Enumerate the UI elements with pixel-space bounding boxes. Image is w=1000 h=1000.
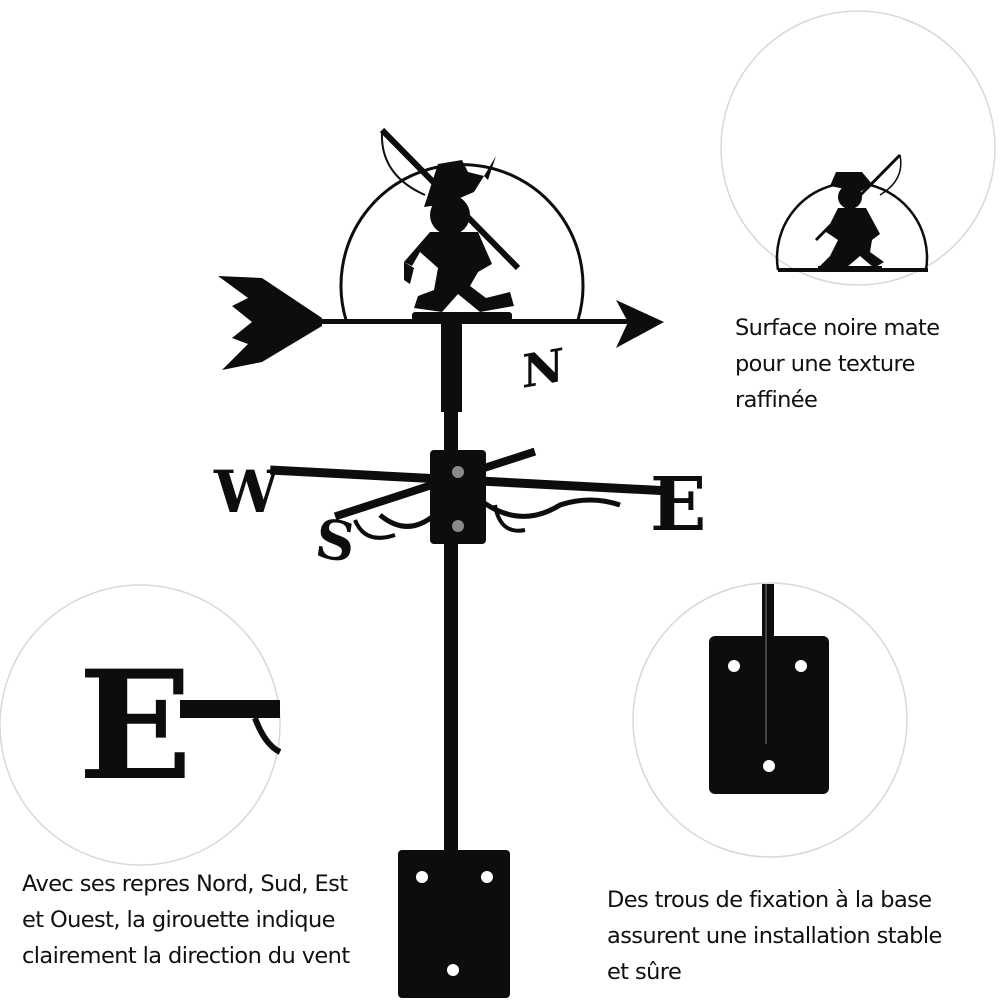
detail-circle-base-plate (632, 582, 908, 858)
caption-line: Surface noire mate (735, 315, 940, 341)
weathervane-pole (441, 322, 462, 862)
caption-line: assurent une installation stable (607, 923, 942, 949)
caption-line: Des trous de fixation à la base (607, 887, 932, 913)
compass-letter-north: N (522, 337, 564, 399)
compass-letter-west: W (213, 458, 280, 526)
detail-east-letter: E (78, 638, 192, 814)
detail-circle-finish (720, 10, 996, 286)
mounting-hole (447, 964, 459, 976)
caption-line: et sûre (607, 959, 682, 985)
mounting-hole (416, 871, 428, 883)
caption-line: et Ouest, la girouette indique (22, 907, 336, 933)
compass-directions: W E N S (213, 337, 706, 575)
detail-circle-east-letter: E (0, 584, 282, 866)
caption-line: pour une texture (735, 351, 916, 377)
caption-matte-finish: Surface noire mate pour une texture raff… (735, 310, 940, 418)
base-mounting-plate (398, 850, 510, 998)
compass-letter-south: S (312, 506, 360, 575)
compass-letter-east: E (650, 462, 706, 548)
caption-compass-directions: Avec ses repres Nord, Sud, Est et Ouest,… (22, 866, 350, 974)
arrow-pointer (218, 276, 664, 370)
caption-line: clairement la direction du vent (22, 943, 350, 969)
fisherman-silhouette-emblem (339, 127, 585, 321)
caption-line: Avec ses repres Nord, Sud, Est (22, 871, 348, 897)
caption-mounting-holes: Des trous de fixation à la base assurent… (607, 882, 942, 990)
mounting-hole (481, 871, 493, 883)
caption-line: raffinée (735, 387, 818, 413)
